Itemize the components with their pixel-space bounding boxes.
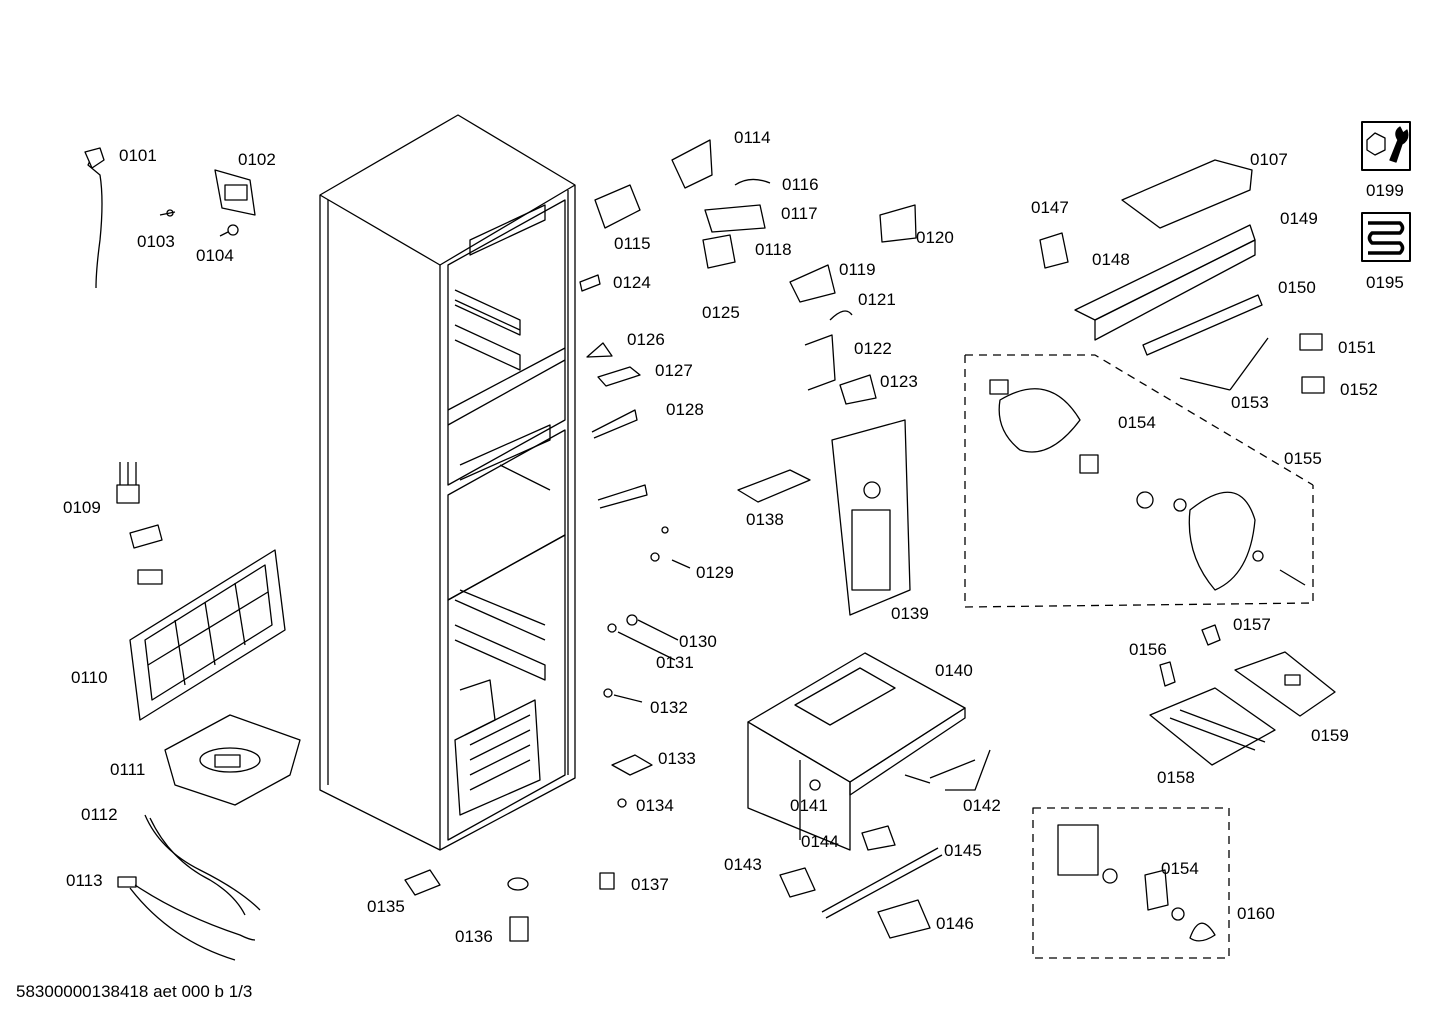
part-label-0159: 0159 [1311, 726, 1349, 745]
part-label-0145: 0145 [944, 841, 982, 860]
part-label-0143: 0143 [724, 855, 762, 874]
part-label-0199: 0199 [1366, 181, 1404, 200]
part-label-0142: 0142 [963, 796, 1001, 815]
part-label-0119: 0119 [839, 260, 876, 279]
part-label-0113: 0113 [66, 871, 103, 890]
part-label-0134: 0134 [636, 796, 674, 815]
part-label-0132: 0132 [650, 698, 688, 717]
middle-parts-drawing [404, 139, 917, 942]
part-label-0147: 0147 [1031, 198, 1069, 217]
part-label-0153: 0153 [1231, 393, 1269, 412]
part-label-0121: 0121 [858, 290, 896, 309]
part-label-0156: 0156 [1129, 640, 1167, 659]
part-label-0195: 0195 [1366, 273, 1404, 292]
part-label-0118: 0118 [755, 240, 792, 259]
part-label-0144: 0144 [801, 832, 839, 851]
part-label-0101: 0101 [119, 146, 157, 165]
part-label-0135: 0135 [367, 897, 405, 916]
part-label-0131: 0131 [656, 653, 694, 672]
part-label-0127: 0127 [655, 361, 693, 380]
part-label-0107: 0107 [1250, 150, 1288, 169]
document-footer-code: 58300000138418 aet 000 b 1/3 [16, 982, 253, 1001]
wrench-nut-icon [1361, 121, 1411, 171]
part-label-0124: 0124 [613, 273, 651, 292]
part-label-0155: 0155 [1284, 449, 1322, 468]
part-label-0141: 0141 [790, 796, 828, 815]
part-label-0114: 0114 [734, 128, 771, 147]
part-label-0128: 0128 [666, 400, 704, 419]
part-label-0157: 0157 [1233, 615, 1271, 634]
part-label-0150: 0150 [1278, 278, 1316, 297]
part-label-0103: 0103 [137, 232, 175, 251]
part-label-0151: 0151 [1338, 338, 1376, 357]
right-parts-drawing [964, 159, 1336, 959]
part-label-0112: 0112 [81, 805, 118, 824]
part-label-0137: 0137 [631, 875, 669, 894]
part-label-0139: 0139 [891, 604, 929, 623]
part-label-0117: 0117 [781, 204, 818, 223]
cabinet-drawing [319, 114, 576, 851]
part-label-0104: 0104 [196, 246, 234, 265]
part-label-0149: 0149 [1280, 209, 1318, 228]
part-label-0140: 0140 [935, 661, 973, 680]
part-label-0148: 0148 [1092, 250, 1130, 269]
part-label-0125: 0125 [702, 303, 740, 322]
part-label-0116: 0116 [782, 175, 819, 194]
left-parts-drawing [84, 147, 301, 961]
part-label-0138: 0138 [746, 510, 784, 529]
part-label-0115: 0115 [614, 234, 651, 253]
part-label-0126: 0126 [627, 330, 665, 349]
part-label-0146: 0146 [936, 914, 974, 933]
right-center-parts-drawing [747, 652, 991, 939]
part-label-0122: 0122 [854, 339, 892, 358]
part-label-0111: 0111 [110, 760, 146, 779]
part-label-0120: 0120 [916, 228, 954, 247]
part-label-0152: 0152 [1340, 380, 1378, 399]
part-label-0129: 0129 [696, 563, 734, 582]
part-label-0160: 0160 [1237, 904, 1275, 923]
part-label-0136: 0136 [455, 927, 493, 946]
part-label-0158: 0158 [1157, 768, 1195, 787]
part-label-0154-damper: 0154 [1161, 859, 1199, 878]
part-label-0110: 0110 [71, 668, 108, 687]
part-label-0130: 0130 [679, 632, 717, 651]
part-label-0123: 0123 [880, 372, 918, 391]
part-label-0154-fan: 0154 [1118, 413, 1156, 432]
part-label-0102: 0102 [238, 150, 276, 169]
part-label-0133: 0133 [658, 749, 696, 768]
heating-coil-icon [1361, 212, 1411, 262]
part-label-0109: 0109 [63, 498, 101, 517]
